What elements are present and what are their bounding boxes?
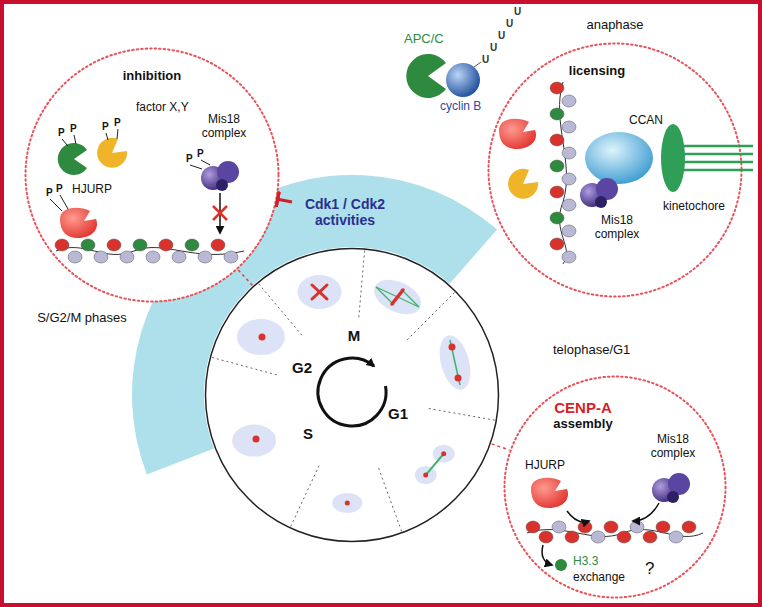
inhibition-connector <box>278 199 292 202</box>
node-text: HJURP <box>72 183 112 197</box>
phosphate-mark: P <box>58 127 65 139</box>
cycle-outline <box>206 249 499 542</box>
ubiquitin-mark: U <box>498 30 505 42</box>
text-holder: M <box>348 327 361 344</box>
text-holder: CCAN <box>629 114 663 128</box>
phase-zoom-circle: telophase/G1CENP-AassemblyHJURPMis18 com… <box>503 375 727 599</box>
node-text: HJURP <box>525 459 565 473</box>
text-holder: P <box>102 121 109 133</box>
node-text: inhibition <box>123 69 181 84</box>
phosphate-mark: P <box>46 187 53 199</box>
node-text: S <box>303 425 313 442</box>
text-holder: exchange <box>573 571 625 585</box>
node-text: H3.3 <box>573 555 598 569</box>
ubiquitin-mark: U <box>506 18 513 30</box>
text-holder: U <box>514 6 521 18</box>
ubiquitin-mark: U <box>514 6 521 18</box>
text-holder: anaphase <box>586 18 643 33</box>
illustration <box>526 473 703 571</box>
phosphate-mark: P <box>186 153 193 165</box>
cyclin-b-symbol <box>446 63 480 97</box>
node-text: M <box>348 327 361 344</box>
text-holder: S <box>303 425 313 442</box>
node-text: Cdk1 / Cdk2 activities <box>295 196 395 228</box>
node-text: assembly <box>553 417 612 432</box>
phosphate-mark: P <box>197 148 204 160</box>
zoom-outline <box>26 49 279 302</box>
text-holder: S/G2/M phases <box>37 311 127 326</box>
node-text: CCAN <box>629 114 663 128</box>
text-holder: factor X,Y <box>136 101 189 115</box>
text-holder: H3.3 <box>573 555 598 569</box>
cycle-outline <box>204 247 500 543</box>
node-text: exchange <box>573 571 625 585</box>
phosphate-mark: P <box>102 121 109 133</box>
apc-c-symbol <box>406 54 446 98</box>
protein-label: APC/C <box>404 32 444 47</box>
text-holder: G2 <box>292 359 312 376</box>
node-text: Mis18 complex <box>191 113 257 141</box>
text-holder: CENP-A <box>554 399 612 416</box>
text-holder: HJURP <box>525 459 565 473</box>
text-holder: U <box>506 18 513 30</box>
zoom-outline <box>505 377 726 598</box>
node-text: licensing <box>569 64 625 79</box>
circle-outline <box>487 42 743 298</box>
text-holder: U <box>482 54 489 66</box>
text-holder: P <box>58 127 65 139</box>
node-text: Mis18 complex <box>642 433 704 461</box>
text-holder: Mis18 complex <box>642 433 704 461</box>
text-holder: P <box>197 148 204 160</box>
phosphate-mark: P <box>56 183 63 195</box>
phosphate-mark: P <box>114 117 121 129</box>
text-holder: P <box>114 117 121 129</box>
text-holder: U <box>490 42 497 54</box>
phosphate-mark: P <box>70 123 77 135</box>
ubiquitin-link <box>474 62 481 67</box>
text-holder: inhibition <box>123 69 181 84</box>
protein-label: cyclin B <box>440 100 481 114</box>
node-text: ? <box>645 559 654 579</box>
text-holder: ? <box>645 559 654 579</box>
ubiquitin-mark: U <box>482 54 489 66</box>
cell-cycle-circle: M G2G1S <box>204 247 500 543</box>
node-text: kinetochore <box>663 200 725 214</box>
node-text: G1 <box>388 405 408 422</box>
illustration <box>50 129 244 263</box>
text-holder: HJURP <box>72 183 112 197</box>
text-holder: G1 <box>388 405 408 422</box>
phase-zoom-circle: inhibitionfactor X,YMis18 complexHJURPS/… <box>24 47 280 303</box>
node-text: G2 <box>292 359 312 376</box>
illustration <box>211 250 496 533</box>
zoom-leader <box>238 270 252 286</box>
node-text: telophase/G1 <box>553 343 630 358</box>
text-holder: Cdk1 / Cdk2 activities <box>295 196 395 228</box>
ubiquitin-mark: U <box>490 42 497 54</box>
text-holder: telophase/G1 <box>553 343 630 358</box>
text-holder: licensing <box>569 64 625 79</box>
text-holder: assembly <box>553 417 612 432</box>
text-holder: P <box>70 123 77 135</box>
node-text: S/G2/M phases <box>37 311 127 326</box>
node-text: anaphase <box>586 18 643 33</box>
circle-outline <box>503 375 727 599</box>
phase-zoom-circle: anaphaselicensingCCANkinetochoreMis18 co… <box>487 42 743 298</box>
text-holder: APC/C <box>404 32 444 47</box>
illustration <box>499 82 753 264</box>
node-text: CENP-A <box>554 399 612 416</box>
text-holder: U <box>498 30 505 42</box>
text-holder: P <box>56 183 63 195</box>
circle-outline <box>24 47 280 303</box>
text-holder: Mis18 complex <box>191 113 257 141</box>
node-text: Mis18 complex <box>584 214 650 242</box>
zoom-leader <box>492 444 510 450</box>
text-holder: cyclin B <box>440 100 481 114</box>
text-holder: P <box>186 153 193 165</box>
text-holder: P <box>46 187 53 199</box>
text-holder: Mis18 complex <box>584 214 650 242</box>
text-holder: kinetochore <box>663 200 725 214</box>
node-text: factor X,Y <box>136 101 189 115</box>
